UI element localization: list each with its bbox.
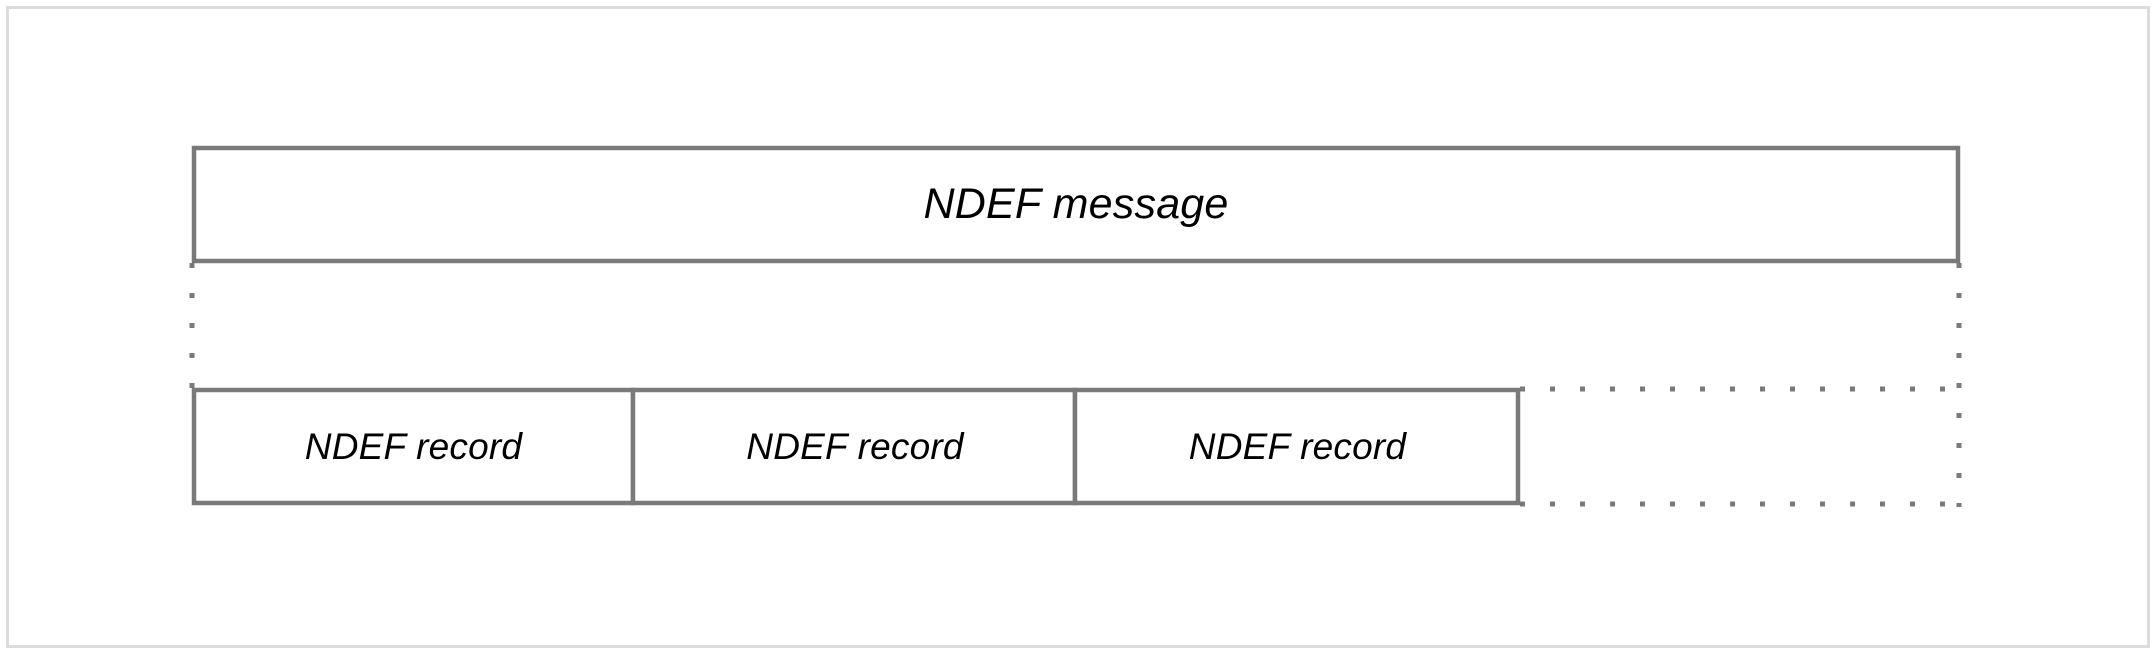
ndef-record-box-2 bbox=[1072, 387, 1521, 506]
page-frame bbox=[6, 6, 2150, 648]
ndef-record-label-1: NDEF record bbox=[746, 425, 964, 467]
ndef-message-label: NDEF message bbox=[923, 180, 1229, 228]
ndef-record-box-0 bbox=[191, 387, 636, 506]
ndef-record-label-2: NDEF record bbox=[1188, 425, 1407, 467]
ndef-message-box bbox=[191, 145, 1961, 264]
ndef-record-box-1 bbox=[630, 387, 1078, 506]
ndef-record-label-0: NDEF record bbox=[304, 425, 523, 467]
